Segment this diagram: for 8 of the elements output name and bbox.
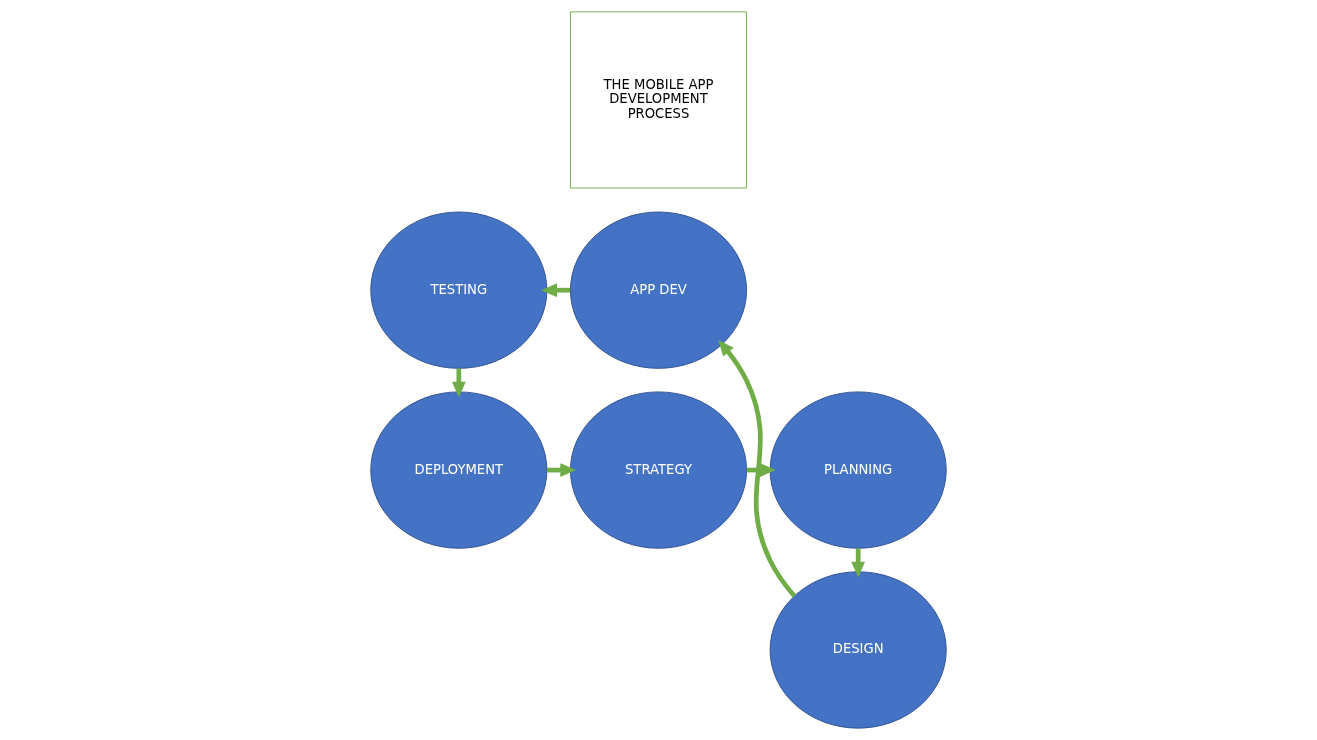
node-ellipse: STRATEGY: [569, 391, 748, 549]
node-ellipse: APP DEV: [569, 211, 748, 369]
node-ellipse: PLANNING: [769, 391, 947, 549]
arrow: [718, 340, 797, 598]
node-box: THE MOBILE APP DEVELOPMENT PROCESS: [569, 11, 748, 189]
node-ellipse: TESTING: [370, 211, 548, 369]
node-ellipse: DESIGN: [769, 571, 947, 729]
node-ellipse: DEPLOYMENT: [370, 391, 548, 549]
